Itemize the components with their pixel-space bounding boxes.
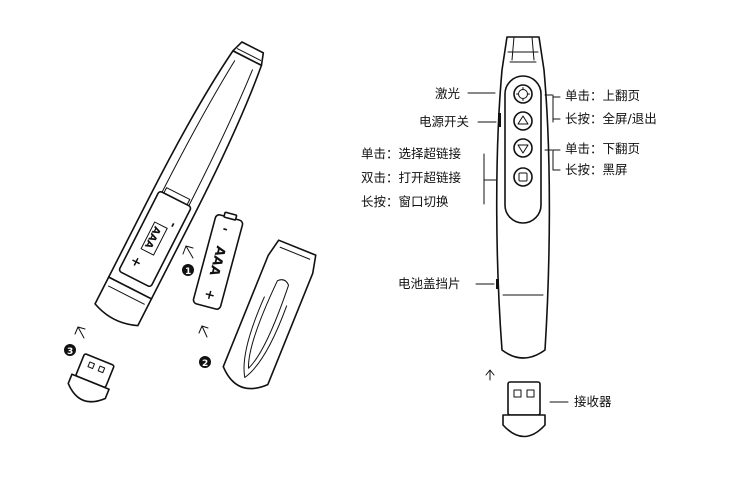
- pen-body: - AAA +: [94, 41, 265, 327]
- multi-function-button[interactable]: [513, 167, 533, 187]
- pen-front-view: [495, 36, 551, 359]
- step-marker-2: 2: [199, 356, 211, 369]
- aaa-battery: - AAA +: [192, 211, 244, 310]
- page-up-button[interactable]: [513, 111, 533, 131]
- power-switch[interactable]: [498, 113, 501, 127]
- leader-lines: [467, 92, 569, 403]
- step-marker-2-label: 2: [202, 359, 208, 369]
- label-battery-cover: 电池盖挡片: [398, 276, 461, 291]
- compartment-minus-sign: -: [166, 220, 181, 231]
- label-laser: 激光: [435, 86, 460, 101]
- arrow-cover-attach: [198, 325, 209, 338]
- battery-minus-sign: -: [221, 221, 229, 236]
- label-receiver: 接收器: [574, 394, 612, 409]
- step-marker-3-label: 3: [67, 347, 73, 357]
- left-figure: - AAA + - AAA +: [64, 41, 317, 403]
- label-left-group-long-press: 长按：窗口切换: [361, 194, 449, 209]
- label-left-group-click: 单击：选择超链接: [361, 146, 462, 161]
- label-page-down-click: 单击：下翻页: [565, 141, 640, 156]
- battery-cover-tab: [496, 279, 499, 289]
- page-down-button[interactable]: [513, 138, 533, 158]
- label-left-group-double-click: 双击：打开超链接: [361, 170, 462, 185]
- label-power-switch: 电源开关: [419, 114, 469, 129]
- battery-cover: [222, 239, 317, 390]
- label-page-up-long-press: 长按：全屏/退出: [565, 111, 657, 126]
- label-page-down-long-press: 长按：黑屏: [565, 162, 628, 177]
- right-figure: 激光 电源开关 单击：选择超链接 双击：打开超链接 长按：窗口切换 单击：上翻页…: [361, 36, 657, 438]
- arrow-receiver-remove: [74, 326, 86, 339]
- arrow-battery-insert: [182, 245, 194, 259]
- label-page-up-click: 单击：上翻页: [565, 88, 640, 103]
- arrow-receiver-right: [485, 369, 495, 381]
- step-marker-1: 1: [182, 264, 194, 277]
- step-marker-3: 3: [64, 344, 76, 357]
- usb-receiver-left: [67, 353, 115, 403]
- step-marker-1-label: 1: [185, 267, 191, 277]
- usb-receiver-right: [502, 381, 546, 438]
- battery-plus-sign: +: [202, 287, 216, 304]
- laser-button[interactable]: [513, 84, 533, 104]
